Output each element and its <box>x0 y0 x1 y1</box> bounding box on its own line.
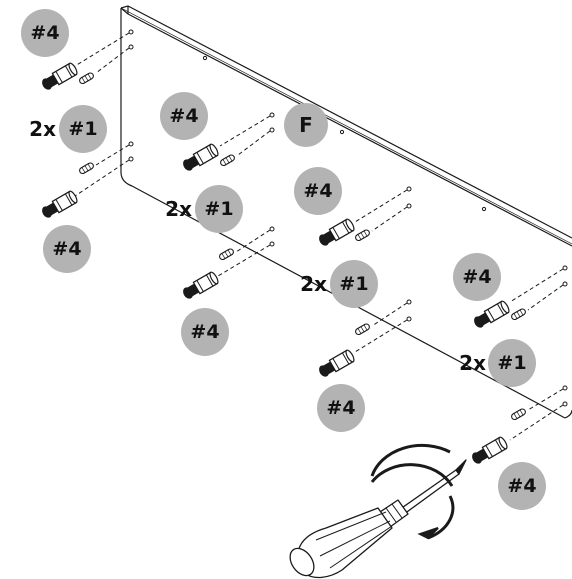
callouts <box>21 9 546 510</box>
cam-bolt <box>39 189 80 221</box>
dowel <box>509 307 528 322</box>
cam-bolt-label: #4 <box>52 238 81 260</box>
cam-bolt <box>469 435 510 467</box>
cam-bolt-label: #4 <box>462 266 491 288</box>
callout-dowel-circle <box>488 339 536 387</box>
callout-dowel-circle <box>330 260 378 308</box>
callout-dowel-circle <box>59 105 107 153</box>
panel-f <box>120 5 572 419</box>
cam-bolt-label: #4 <box>507 475 536 497</box>
cam-bolt <box>471 299 512 331</box>
callout-cam-bolt-circle <box>43 225 91 273</box>
callout-cam-bolt-circle <box>453 253 501 301</box>
cam-bolt-label: #4 <box>30 22 59 44</box>
callout-cam-bolt-circle <box>21 9 69 57</box>
cam-bolt <box>39 61 80 93</box>
callout-dowel-circle <box>195 185 243 233</box>
panel-edge-holes <box>202 55 487 212</box>
dowel <box>217 247 236 262</box>
callout-cam-bolt-circle <box>160 92 208 140</box>
dowel-label: #1 <box>497 352 526 374</box>
insertion-guides <box>74 32 564 441</box>
panel-label: F <box>299 113 313 137</box>
cam-bolt-label: #4 <box>303 180 332 202</box>
panel-label-circle <box>284 103 328 147</box>
clockwise-arrow-icon <box>370 443 455 540</box>
dowel <box>77 71 96 86</box>
quantity-label: 2x <box>165 197 192 221</box>
cam-bolt-label: #4 <box>169 105 198 127</box>
cam-bolt <box>316 217 357 249</box>
callout-cam-bolt-circle <box>294 167 342 215</box>
dowel <box>77 161 96 176</box>
dowel <box>353 322 372 337</box>
cam-bolt <box>180 142 221 174</box>
dowel-label: #1 <box>339 273 368 295</box>
cam-bolt-label: #4 <box>190 321 219 343</box>
dowel <box>353 228 372 243</box>
quantity-label: 2x <box>300 272 327 296</box>
quantity-label: 2x <box>459 351 486 375</box>
quantity-label: 2x <box>29 117 56 141</box>
callout-cam-bolt-circle <box>498 462 546 510</box>
callout-cam-bolt-circle <box>317 384 365 432</box>
callout-cam-bolt-circle <box>181 308 229 356</box>
dowel-label: #1 <box>204 198 233 220</box>
cam-bolt <box>316 348 357 380</box>
screwdriver-icon <box>289 459 467 579</box>
panel-holes <box>128 29 568 407</box>
cam-bolt-label: #4 <box>326 397 355 419</box>
dowel <box>509 407 528 422</box>
dowel-label: #1 <box>68 118 97 140</box>
cam-bolt <box>180 270 221 302</box>
dowel <box>218 153 237 168</box>
